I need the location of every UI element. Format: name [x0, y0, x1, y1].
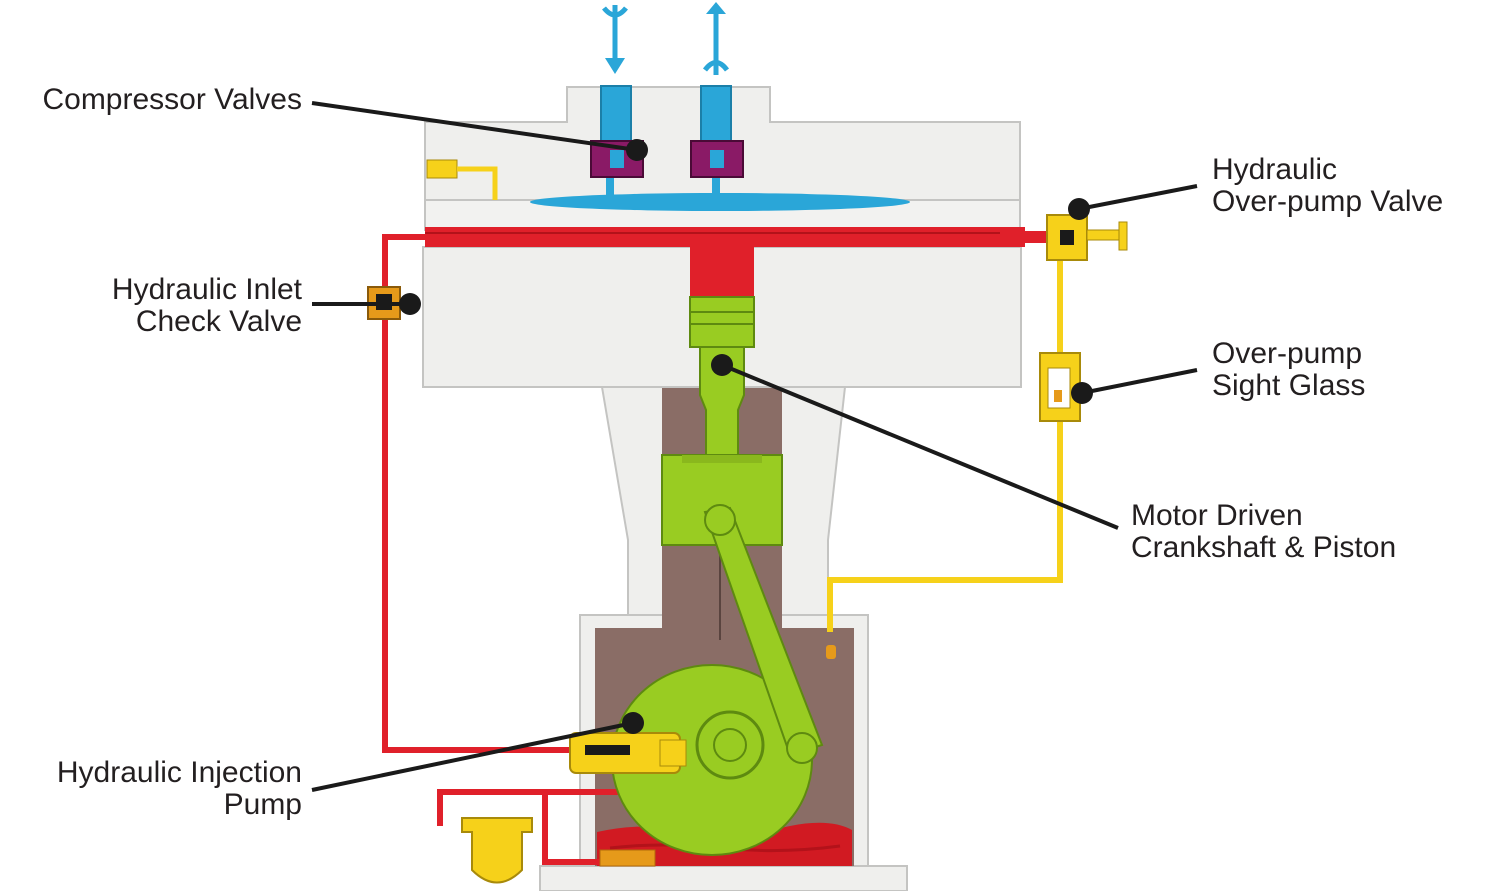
callout-dot-compressor-valves [626, 139, 648, 161]
housing-base [539, 865, 908, 891]
callout-line-crankshaft-piston [721, 363, 1119, 530]
label-injection-pump: Hydraulic Injection Pump [57, 757, 302, 821]
callouts [311, 101, 1198, 792]
diaphragm-oil-cavity [425, 227, 1025, 247]
label-crankshaft-piston-line-2: Crankshaft & Piston [1131, 531, 1397, 564]
callout-line-compressor-valves [311, 101, 638, 152]
label-sight-glass-line-2: Sight Glass [1212, 369, 1366, 402]
label-overpump-valve-line-1: Hydraulic [1212, 153, 1338, 186]
gas-side [530, 2, 910, 211]
piston-assembly [611, 296, 824, 856]
label-inlet-check-valve-line-1: Hydraulic Inlet [111, 273, 302, 306]
inlet-line [382, 234, 590, 753]
callout-line-injection-pump [311, 721, 634, 792]
label-inlet-check-valve-line-2: Check Valve [135, 305, 302, 338]
discharge-valve-stem [700, 85, 732, 147]
label-compressor-valves-line-1: Compressor Valves [42, 83, 302, 116]
label-injection-pump-line-1: Hydraulic Injection [56, 756, 302, 789]
callout-dot-sight-glass [1071, 382, 1093, 404]
overpump-circuit [426, 159, 1128, 884]
bore-oil-column [690, 247, 754, 297]
label-overpump-valve-line-2: Over-pump Valve [1212, 185, 1444, 218]
callout-dot-inlet-check-valve [399, 293, 421, 315]
compressor-valves [590, 140, 744, 178]
label-injection-pump-line-2: Pump [223, 788, 302, 821]
piston-head [689, 296, 755, 348]
suction-valve-stem [600, 85, 632, 147]
label-overpump-valve: Hydraulic Over-pump Valve [1212, 154, 1443, 218]
label-inlet-check-valve: Hydraulic Inlet Check Valve [112, 274, 302, 338]
oil-reservoir [461, 817, 533, 884]
callout-line-sight-glass [1081, 368, 1198, 395]
label-crankshaft-piston: Motor Driven Crankshaft & Piston [1131, 500, 1396, 564]
callout-dot-injection-pump [622, 712, 644, 734]
callout-dot-crankshaft-piston [711, 354, 733, 376]
label-crankshaft-piston-line-1: Motor Driven [1131, 499, 1303, 532]
label-sight-glass-line-1: Over-pump [1212, 337, 1363, 370]
callout-dot-overpump-valve [1068, 198, 1090, 220]
callout-line-overpump-valve [1078, 184, 1198, 211]
label-compressor-valves: Compressor Valves [42, 84, 302, 116]
hydraulic-circuit [382, 227, 1048, 867]
label-sight-glass: Over-pump Sight Glass [1212, 338, 1365, 402]
